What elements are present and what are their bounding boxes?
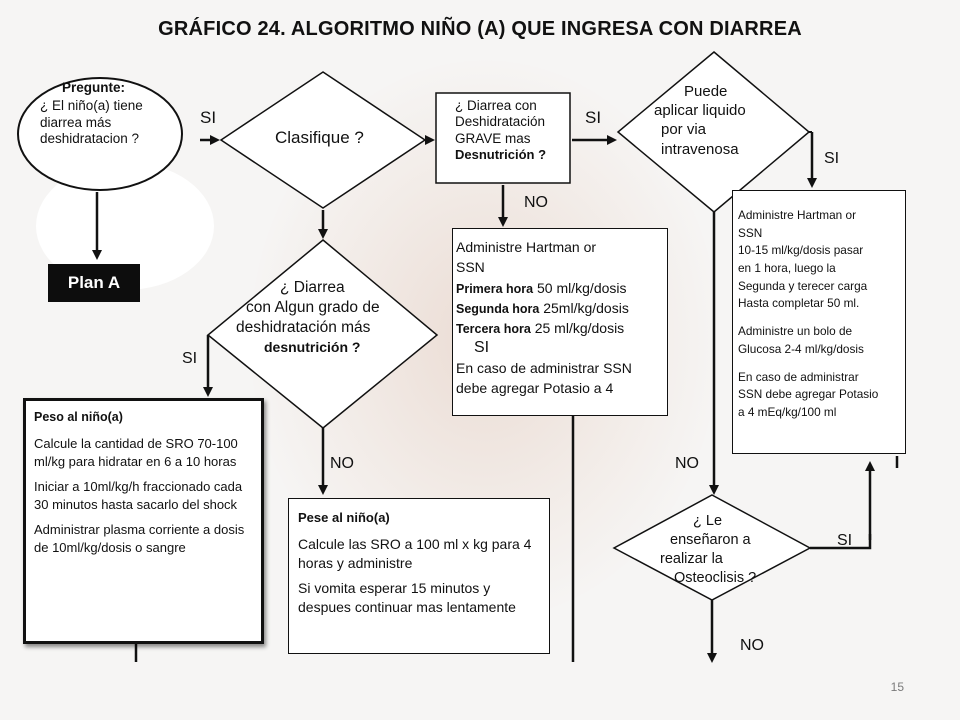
shock-treatment-box: Peso al niño(a) Calcule la cantidad de S… [23,398,264,644]
oral-paragraph-2: Si vomita esperar 15 minutos y despues c… [298,579,516,615]
iv-question: Puede aplicar liquido por via intravenos… [648,82,746,159]
grave-question: ¿ Diarrea con Deshidratación GRAVE mas D… [455,98,573,163]
page-title: GRÁFICO 24. ALGORITMO NIÑO (A) QUE INGRE… [158,18,802,40]
start-question: Pregunte: ¿ El niño(a) tiene diarrea más… [40,80,180,148]
page-number: 15 [890,680,904,694]
hartman-dose-box: Administre Hartman or SSN Primera hora 5… [452,228,668,416]
moderate-line-4: desnutrición ? [264,339,361,356]
hartman-footer-2: debe agregar Potasio a 4 [456,379,614,396]
hartman-iv-p1-line-1: Administre Hartman or [738,208,857,222]
label-si-iv: SI [824,150,840,167]
label-no-moderate: NO [330,455,354,472]
hartman-iv-p1-line-3: 10-15 ml/kg/dosis pasar [738,243,864,258]
dose-value-1: 50 ml/kg/dosis [537,279,627,296]
arrow-osteo-to-hartman-iv [810,456,899,550]
classify-label: Clasifique ? [275,128,364,147]
dose-value-3: 25 ml/kg/dosis [534,320,625,337]
start-line-2: diarrea más [40,114,112,130]
hartman-iv-content: Administre Hartman or SSN 10-15 ml/kg/do… [738,207,878,426]
hartman-iv-paragraph-1: Administre Hartman or SSN 10-15 ml/kg/do… [738,207,878,313]
hartman-iv-p1-line-2: SSN [738,225,763,240]
dose-row-3: Tercera hora 25 ml/kg/dosis [456,318,632,338]
plan-a-box: Plan A [48,264,140,302]
start-line-3: deshidratacion ? [40,131,140,147]
shape-grave-box [435,92,571,184]
iv-line-3: por via [661,121,707,139]
osteo-question: ¿ Le enseñaron a realizar la Osteoclisis… [660,512,756,587]
iv-line-1: Puede [684,83,728,100]
hartman-iv-p2-line-1: Administre un bolo de [738,324,853,339]
shock-paragraph-3: Administrar plasma corriente a dosis de … [34,521,245,556]
moderate-question: ¿ Diarrea con Algun grado de deshidratac… [232,278,380,357]
hartman-line-2: SSN [456,259,485,276]
oral-rehydration-box: Pese al niño(a) Calcule las SRO a 100 ml… [288,498,550,654]
shape-start-ellipse [17,77,183,191]
hartman-iv-p1-line-6: Hasta completar 50 ml. [738,296,860,311]
hartman-iv-p2-line-2: Glucosa 2-4 ml/kg/dosis [738,341,864,356]
dose-value-2: 25ml/kg/dosis [543,299,629,316]
osteo-line-1: ¿ Le [693,513,723,529]
osteo-line-4: Osteoclisis ? [674,569,757,586]
dose-row-2: Segunda hora 25ml/kg/dosis [456,298,632,318]
dose-row-1: Primera hora 50 ml/kg/dosis [456,278,632,298]
label-no-osteo: NO [740,637,764,654]
label-no-grave: NO [524,194,548,211]
hartman-iv-paragraph-2: Administre un bolo de Glucosa 2-4 ml/kg/… [738,323,878,358]
osteo-line-3: realizar la [660,550,723,567]
hartman-si-overlay: SI [474,339,490,357]
grave-line-4: Desnutrición ? [455,147,547,163]
label-si-start: SI [200,108,217,127]
grave-line-2: Deshidratación [455,114,546,130]
grave-line-3: GRAVE mas [455,130,531,146]
moderate-line-3: deshidratación más [236,319,371,337]
hartman-iv-paragraph-3: En caso de administrar SSN debe agregar … [738,369,878,422]
hartman-iv-p1-line-4: en 1 hora, luego la [738,261,836,276]
oral-paragraph-1: Calcule las SRO a 100 ml x kg para 4 hor… [298,535,532,571]
hartman-iv-p3-line-1: En caso de administrar [738,369,859,384]
hartman-footer-1: En caso de administrar SSN [456,359,632,376]
dose-label-2: Segunda hora [456,301,540,316]
shock-content: Peso al niño(a) Calcule la cantidad de S… [34,409,256,561]
dose-label-3: Tercera hora [456,322,531,337]
hartman-dose-content: Administre Hartman or SSN Primera hora 5… [456,237,632,398]
label-si-moderate: SI [182,350,198,367]
start-heading: Pregunte: [62,80,126,95]
osteo-line-2: enseñaron a [670,531,751,548]
shock-heading: Peso al niño(a) [34,410,123,424]
iv-line-2: aplicar liquido [654,102,746,120]
arrow-iv-to-hartman-iv [807,131,817,188]
hartman-iv-p3-line-3: a 4 mEq/kg/100 ml [738,404,837,419]
iv-line-4: intravenosa [661,140,739,158]
moderate-line-1: ¿ Diarrea [280,279,345,296]
hartman-iv-box: Administre Hartman or SSN 10-15 ml/kg/do… [732,190,906,454]
label-no-iv: NO [675,455,699,472]
oral-content: Pese al niño(a) Calcule las SRO a 100 ml… [298,509,544,621]
hartman-iv-p3-line-2: SSN debe agregar Potasio [738,387,879,402]
shock-paragraph-2: Iniciar a 10ml/kg/h fraccionado cada 30 … [34,478,243,513]
dose-label-1: Primera hora [456,281,534,296]
hartman-iv-p1-line-5: Segunda y terecer carga [738,278,868,293]
hartman-line-1: Administre Hartman or [456,239,597,255]
shock-paragraph-1: Calcule la cantidad de SRO 70-100 ml/kg … [34,435,238,470]
label-si-osteo: SI [837,532,853,549]
start-line-1: ¿ El niño(a) tiene [40,98,143,114]
oral-heading: Pese al niño(a) [298,510,390,525]
label-si-grave: SI [585,108,602,127]
moderate-line-2: con Algun grado de [246,299,380,317]
grave-line-1: ¿ Diarrea con [455,98,537,113]
shape-classify-diamond [219,71,427,209]
